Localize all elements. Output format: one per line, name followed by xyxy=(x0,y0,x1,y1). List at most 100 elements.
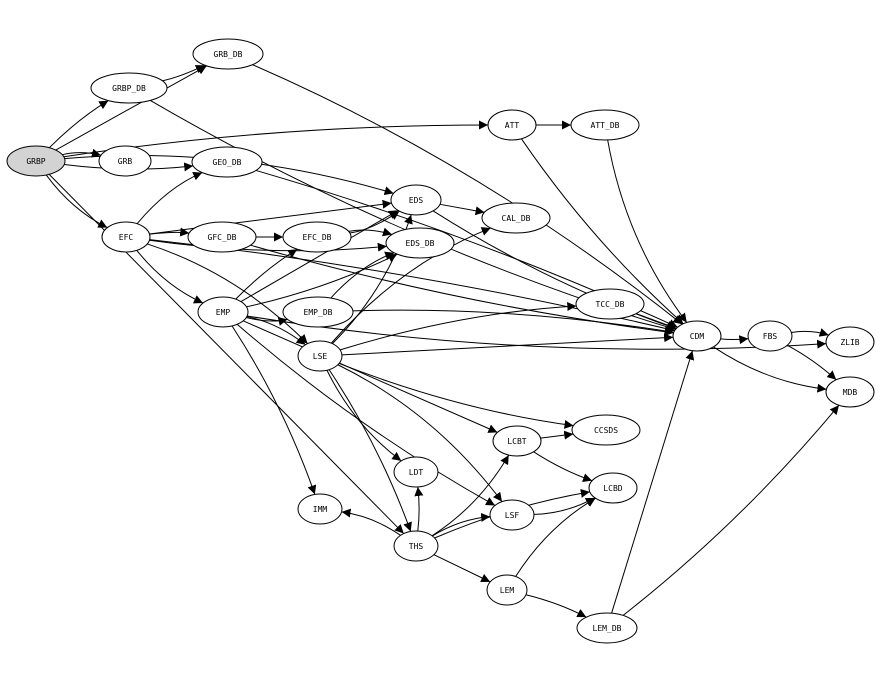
edge-lem-to-lem_db xyxy=(525,594,587,618)
edge-emp-to-imm xyxy=(231,325,317,495)
node-eds[interactable]: EDS xyxy=(390,184,442,216)
node-lse[interactable]: LSE xyxy=(297,340,343,372)
node-label: ATT xyxy=(505,121,520,130)
edge-efc-to-eds xyxy=(149,199,392,235)
node-label: IMM xyxy=(313,505,328,514)
node-grb-db[interactable]: GRB_DB xyxy=(192,38,264,70)
edge-cdm-to-mdb xyxy=(713,346,827,393)
node-label: EFC xyxy=(119,233,134,242)
node-shape xyxy=(191,146,263,178)
node-shape xyxy=(385,227,455,259)
edge-efc-to-lse xyxy=(147,243,308,344)
node-label: EDS_DB xyxy=(406,239,435,248)
edge-efc-to-geo_db xyxy=(136,171,203,225)
edge-grbp-to-ths xyxy=(48,174,405,534)
node-shape xyxy=(492,425,542,457)
node-shape xyxy=(672,320,722,352)
node-shape xyxy=(588,472,638,504)
node-shape xyxy=(481,202,551,234)
edge-cdm-to-fbs xyxy=(720,335,749,345)
node-gfc-db[interactable]: GFC_DB xyxy=(187,221,257,253)
node-shape xyxy=(6,145,66,177)
node-shape xyxy=(570,109,640,141)
node-lsf[interactable]: LSF xyxy=(489,499,535,531)
node-zlib[interactable]: ZLIB xyxy=(825,326,875,358)
node-fbs[interactable]: FBS xyxy=(747,320,793,352)
node-efc-db[interactable]: EFC_DB xyxy=(282,221,352,253)
edge-emp_db-to-eds_db xyxy=(330,251,395,299)
node-lem[interactable]: LEM xyxy=(486,574,528,606)
edge-lcbt-to-ccsds xyxy=(540,430,574,440)
nodes: GRBP GRB GRBP_DB GRB_DB GEO_DB EFC GFC_DB EFC_D… xyxy=(6,38,875,644)
node-label: GRB xyxy=(118,157,133,166)
node-label: CAL_DB xyxy=(502,214,531,223)
node-ldt[interactable]: LDT xyxy=(393,456,439,488)
edge-ths-to-lcbt xyxy=(431,454,510,537)
node-shape xyxy=(98,145,152,177)
node-label: TCC_DB xyxy=(596,300,625,309)
edge-fbs-to-mdb xyxy=(787,344,837,381)
node-label: EMP xyxy=(216,308,231,317)
node-grbp[interactable]: GRBP xyxy=(6,145,66,177)
node-shape xyxy=(393,456,439,488)
edge-lse-to-lsf xyxy=(337,364,503,502)
node-label: LEM_DB xyxy=(593,624,622,633)
edge-ths-to-ldt xyxy=(414,486,424,532)
edge-lse-to-cal_db xyxy=(330,227,491,344)
edge-lcbt-to-lcbd xyxy=(533,451,593,482)
node-label: ATT_DB xyxy=(591,121,620,130)
node-grb[interactable]: GRB xyxy=(98,145,152,177)
node-ths[interactable]: THS xyxy=(393,530,439,562)
node-emp-db[interactable]: EMP_DB xyxy=(282,296,354,328)
node-label: GRBP xyxy=(26,157,45,166)
edge-emp-to-efc_db xyxy=(235,248,298,300)
edge-grbp_db-to-grb_db xyxy=(162,64,205,82)
node-cdm[interactable]: CDM xyxy=(672,320,722,352)
node-shape xyxy=(575,288,645,320)
node-label: FBS xyxy=(763,332,778,341)
node-label: LSE xyxy=(313,352,328,361)
node-label: LDT xyxy=(409,468,424,477)
edge-grbp-to-efc xyxy=(45,174,108,229)
node-label: GRBP_DB xyxy=(112,84,146,93)
node-att-db[interactable]: ATT_DB xyxy=(570,109,640,141)
node-lcbt[interactable]: LCBT xyxy=(492,425,542,457)
node-imm[interactable]: IMM xyxy=(297,493,343,525)
node-lcbd[interactable]: LCBD xyxy=(588,472,638,504)
node-mdb[interactable]: MDB xyxy=(825,376,875,408)
node-efc[interactable]: EFC xyxy=(101,221,151,253)
edge-efc-to-eds_db xyxy=(149,239,387,252)
edge-emp-to-lsf xyxy=(236,323,496,506)
node-tcc-db[interactable]: TCC_DB xyxy=(575,288,645,320)
edge-att-to-cdm xyxy=(521,138,684,325)
node-lem-db[interactable]: LEM_DB xyxy=(576,612,638,644)
node-label: GRB_DB xyxy=(214,50,243,59)
node-shape xyxy=(486,574,528,606)
node-shape xyxy=(747,320,793,352)
node-label: EDS xyxy=(409,196,424,205)
node-att[interactable]: ATT xyxy=(487,109,537,141)
node-label: ZLIB xyxy=(840,338,859,347)
edge-lsf-to-lcbd xyxy=(533,497,596,515)
node-eds-db[interactable]: EDS_DB xyxy=(385,227,455,259)
node-label: CDM xyxy=(690,332,705,341)
node-label: THS xyxy=(409,542,424,551)
edge-fbs-to-zlib xyxy=(791,328,829,337)
node-label: GEO_DB xyxy=(213,158,242,167)
edge-emp_db-to-cdm xyxy=(352,309,674,336)
node-emp[interactable]: EMP xyxy=(197,296,249,328)
node-shape xyxy=(297,493,343,525)
node-shape xyxy=(825,326,875,358)
node-label: CCSDS xyxy=(594,426,618,435)
node-geo-db[interactable]: GEO_DB xyxy=(191,146,263,178)
node-grbp-db[interactable]: GRBP_DB xyxy=(90,72,168,104)
edge-emp-to-emp_db xyxy=(246,317,288,326)
node-cal-db[interactable]: CAL_DB xyxy=(481,202,551,234)
edge-emp-to-lse xyxy=(246,316,306,346)
edge-att_db-to-cdm xyxy=(607,139,688,323)
edge-gfc_db-to-cdm xyxy=(250,244,674,337)
edge-ths-to-lsf xyxy=(432,512,491,537)
node-ccsds[interactable]: CCSDS xyxy=(571,414,641,446)
edge-lse-to-ths xyxy=(328,369,412,532)
